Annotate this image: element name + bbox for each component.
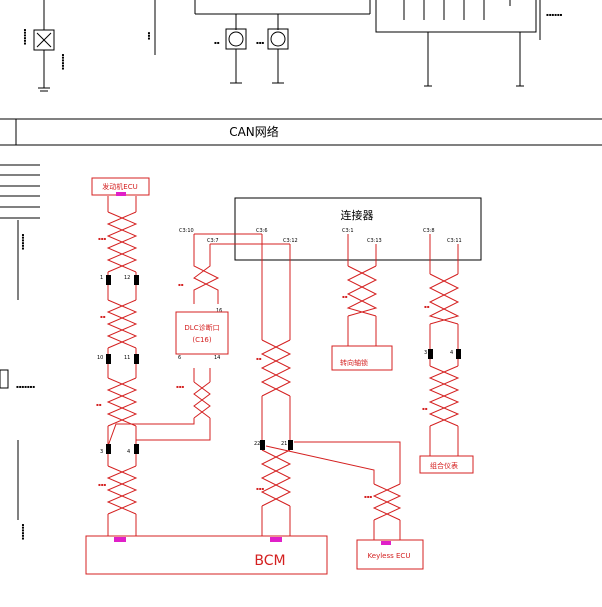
pin-label: 3	[100, 449, 103, 455]
dlc-box	[175, 311, 229, 355]
pin-c3-10: C3:10	[179, 228, 194, 234]
steering-lock-label: 转向轴锁	[340, 358, 368, 367]
left-edge-labels: ▪▪▪▪▪▪ ▪▪▪▪▪▪▪ ▪▪▪▪▪▪	[16, 233, 35, 540]
svg-text:▪▪▪: ▪▪▪	[364, 494, 372, 499]
engine-ecu-label: 发动机ECU	[102, 182, 137, 191]
bcm-label: BCM	[254, 553, 285, 569]
bcm-pin-highlight-left	[114, 537, 126, 542]
inline-connectors	[106, 275, 461, 454]
svg-text:▪▪▪: ▪▪▪	[146, 32, 151, 40]
pin-label: 1	[100, 275, 103, 281]
svg-text:▪▪: ▪▪	[422, 406, 428, 411]
pin-label: 6	[178, 355, 181, 361]
top-schematic-small-labels: ▪▪▪▪▪▪ ▪▪▪▪▪▪ ▪▪▪ ▪▪ ▪▪▪ ▪▪▪▪▪▪	[22, 12, 563, 70]
svg-text:▪▪▪: ▪▪▪	[256, 40, 264, 45]
svg-text:▪▪▪▪▪▪: ▪▪▪▪▪▪	[546, 12, 563, 17]
pin-c3-8: C3:8	[423, 228, 435, 234]
svg-text:▪▪: ▪▪	[424, 304, 430, 309]
svg-text:▪▪: ▪▪	[96, 402, 102, 407]
pin-numbers: 1 12 10 11 3 4 22 21 3 4 6 14 16	[97, 275, 453, 455]
svg-text:▪▪▪▪▪▪: ▪▪▪▪▪▪	[20, 233, 25, 250]
pin-label: 21	[281, 441, 287, 447]
keyless-ecu-box	[356, 539, 424, 570]
svg-text:▪▪: ▪▪	[100, 314, 106, 319]
pin-label: 11	[124, 355, 130, 361]
svg-text:▪▪▪▪▪▪: ▪▪▪▪▪▪	[20, 523, 25, 540]
steering-lock-box	[331, 345, 393, 371]
pin-c3-7: C3:7	[207, 238, 219, 244]
svg-text:▪▪: ▪▪	[342, 294, 348, 299]
pin-label: 22	[254, 441, 260, 447]
top-schematic	[0, 0, 602, 146]
svg-text:▪▪▪: ▪▪▪	[98, 482, 106, 487]
svg-text:▪▪▪: ▪▪▪	[256, 486, 264, 491]
svg-text:▪▪▪▪▪▪: ▪▪▪▪▪▪	[22, 28, 27, 45]
bcm-pin-highlight-right	[270, 537, 282, 542]
svg-text:▪▪: ▪▪	[214, 40, 220, 45]
svg-text:▪▪▪: ▪▪▪	[98, 236, 106, 241]
pin-c3-6: C3:6	[256, 228, 268, 234]
dlc-label-line1: DLC诊断口	[184, 323, 219, 332]
pin-c3-11: C3:11	[447, 238, 462, 244]
pin-label: 4	[450, 350, 453, 356]
pin-c3-13: C3:13	[367, 238, 382, 244]
keyless-ecu-label: Keyless ECU	[368, 552, 411, 560]
svg-text:▪▪▪▪▪▪▪: ▪▪▪▪▪▪▪	[16, 384, 35, 389]
pin-label: 16	[216, 308, 222, 314]
pin-label: 12	[124, 275, 130, 281]
pin-c3-12: C3:12	[283, 238, 298, 244]
engine-ecu-pin-highlight	[116, 192, 126, 196]
pin-label: 14	[214, 355, 220, 361]
cluster-label: 组合仪表	[430, 461, 458, 470]
svg-text:▪▪: ▪▪	[256, 356, 262, 361]
connector-pin-labels: C3:10 C3:7 C3:6 C3:12 C3:1 C3:13 C3:8 C3…	[179, 228, 462, 244]
keyless-pin-highlight	[381, 541, 391, 545]
cluster-box	[419, 455, 474, 474]
svg-text:▪▪▪: ▪▪▪	[176, 384, 184, 389]
left-edge-fragments	[0, 164, 40, 520]
wire-gauge-marks: ▪▪▪ ▪▪ ▪▪ ▪▪▪ ▪▪ ▪▪▪ ▪▪ ▪▪▪ ▪▪ ▪▪ ▪▪ ▪▪▪	[96, 236, 430, 499]
pin-label: 10	[97, 355, 103, 361]
connector-label: 连接器	[341, 209, 374, 222]
dlc-label-line2: (C16)	[192, 336, 212, 344]
connector-box	[234, 197, 482, 261]
svg-text:▪▪▪▪▪▪: ▪▪▪▪▪▪	[60, 53, 65, 70]
pin-label: 4	[127, 449, 130, 455]
svg-text:▪▪: ▪▪	[178, 282, 184, 287]
bcm-box	[85, 535, 328, 575]
pin-label: 3	[424, 350, 427, 356]
section-title: CAN网络	[229, 124, 279, 139]
pin-c3-1: C3:1	[342, 228, 354, 234]
can-wires	[106, 196, 460, 540]
